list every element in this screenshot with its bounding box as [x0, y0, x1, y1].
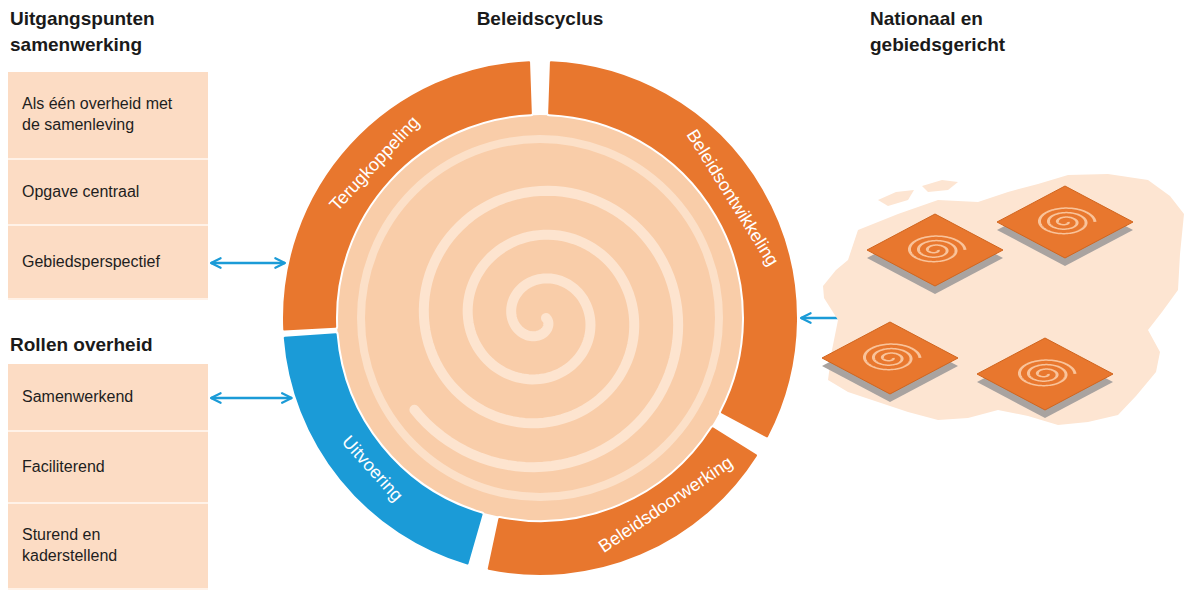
- principle-box: Als één overheid met de samenleving: [8, 72, 208, 160]
- tile-spiral: [1019, 360, 1075, 386]
- section-heading: Uitgangspunten samenwerking: [10, 6, 220, 57]
- box-text: Sturend en kaderstellend: [22, 525, 177, 567]
- heading-text: Rollen overheid: [10, 332, 220, 358]
- principle-box: Faciliterend: [8, 432, 208, 504]
- map-island: [922, 180, 958, 192]
- double-arrow: [211, 397, 292, 400]
- box-text: Gebiedsperspectief: [22, 252, 160, 273]
- region-tile: [997, 186, 1133, 258]
- spiral: [414, 191, 678, 467]
- heading-text: Nationaal en gebiedsgericht: [870, 6, 1080, 57]
- inner-disk: [337, 115, 743, 521]
- heading-text: Beleidscyclus: [282, 8, 798, 30]
- region-tile: [822, 322, 958, 394]
- box-text: Als één overheid met de samenleving: [22, 94, 177, 136]
- box-text: Faciliterend: [22, 457, 105, 478]
- cycle-segment-shape: [487, 426, 758, 576]
- region-tile: [867, 214, 1003, 286]
- box-text: Samenwerkend: [22, 387, 133, 408]
- tile-spiral: [864, 344, 920, 370]
- tile-spiral: [909, 236, 965, 262]
- policy-cycle-circle: TerugkoppelingBeleidsontwikkelingBeleids…: [282, 60, 798, 576]
- cycle-segment-shape: [282, 60, 533, 331]
- heading-text: Uitgangspunten samenwerking: [10, 6, 220, 57]
- double-arrow: [211, 262, 285, 265]
- cycle-graphic: [282, 60, 798, 576]
- region-tiles: [822, 186, 1133, 418]
- map-outline: [823, 174, 1184, 425]
- section-heading: Rollen overheid: [10, 332, 220, 358]
- map-island: [878, 190, 914, 206]
- principle-box: Sturend en kaderstellend: [8, 504, 208, 590]
- regional-map: Nationaal en gebiedsgericht: [868, 0, 1186, 440]
- tile-spiral: [1039, 208, 1095, 234]
- inner-ring: [361, 139, 719, 497]
- principle-box: Gebiedsperspectief: [8, 226, 208, 300]
- region-tile: [977, 338, 1113, 410]
- netherlands-map: [818, 170, 1190, 430]
- box-text: Opgave centraal: [22, 182, 139, 203]
- principle-box: Opgave centraal: [8, 160, 208, 226]
- cycle-segment-shape: [547, 60, 798, 438]
- principle-box: Samenwerkend: [8, 364, 208, 432]
- cycle-segment-shape: [283, 332, 484, 565]
